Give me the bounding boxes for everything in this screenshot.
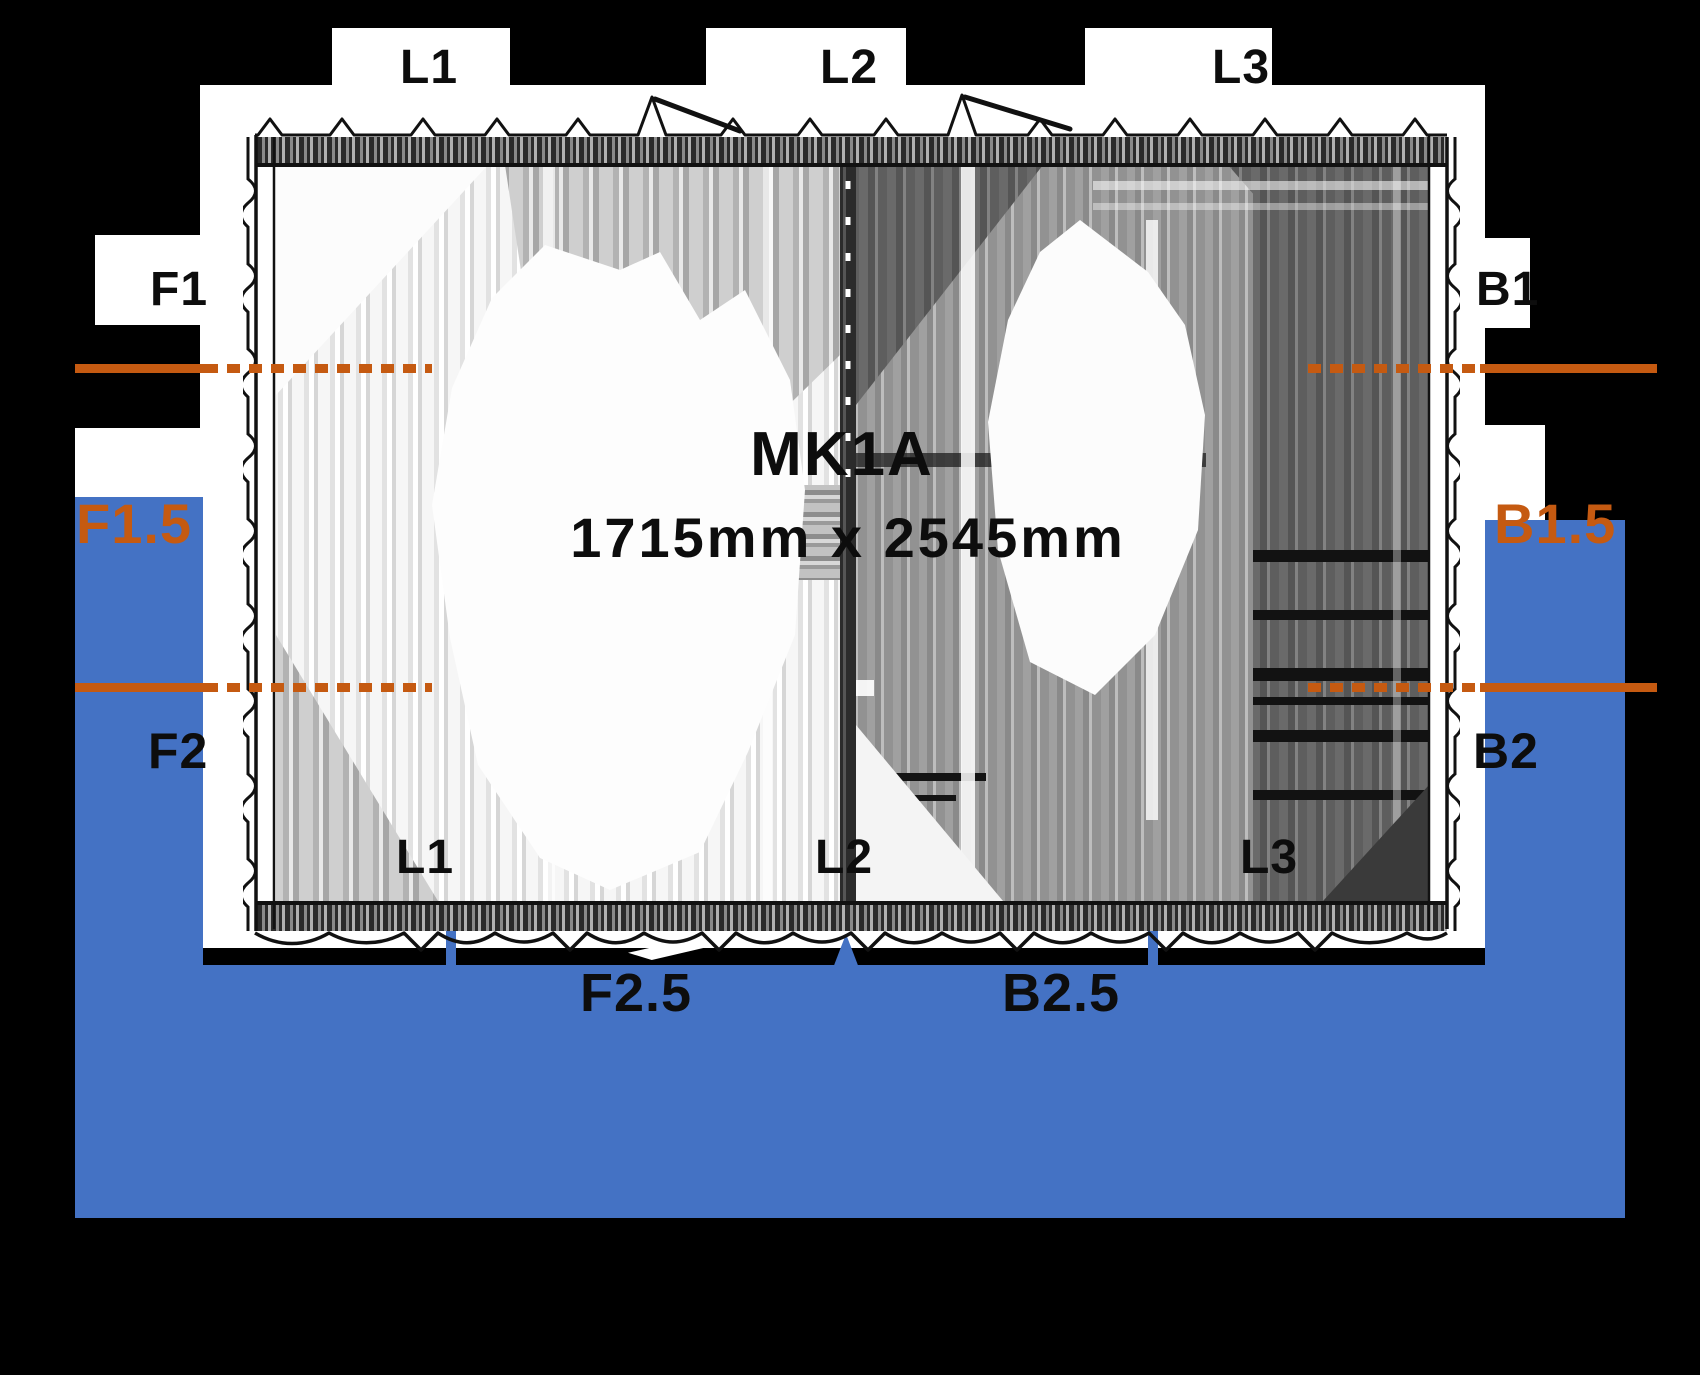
- backdrop-top-right: [1085, 28, 1272, 98]
- measure-line-f2-dashed: [205, 683, 432, 692]
- blue-footer: [75, 965, 1625, 1218]
- measure-line-b2-solid: [1480, 683, 1657, 692]
- top-loops-edge: [255, 93, 1447, 137]
- measure-line-f2-solid: [75, 683, 205, 692]
- measure-line-b1-solid: [1480, 364, 1657, 373]
- measure-line-f1-solid: [75, 364, 205, 373]
- backdrop-right-b15: [1460, 425, 1545, 520]
- bottom-scallop-edge: [254, 931, 1448, 952]
- label-left-f2: F2: [148, 723, 209, 779]
- backdrop-left-f1: [95, 235, 200, 325]
- backdrop-top-center: [706, 28, 906, 98]
- model-title: MK1A: [750, 420, 934, 489]
- backdrop-left-f15: [75, 428, 203, 497]
- label-top-l1: L1: [400, 41, 459, 94]
- top-edge-band: [255, 137, 1447, 163]
- backdrop-top-left: [332, 28, 510, 98]
- measure-line-f1-dashed: [205, 364, 432, 373]
- label-left-f15: F1.5: [76, 492, 193, 555]
- pulled-cord-right: [962, 94, 1073, 132]
- left-squiggle-seam: [243, 137, 257, 931]
- fabric-highlight-right: [988, 220, 1205, 695]
- label-right-b15: B1.5: [1494, 492, 1617, 555]
- label-top-l3: L3: [1212, 41, 1271, 94]
- bottom-edge-band: [255, 905, 1447, 931]
- blue-tick-left: [446, 928, 456, 968]
- pulled-cord-left: [652, 96, 743, 134]
- label-top-l2: L2: [820, 41, 879, 94]
- blue-right-column: [1485, 520, 1625, 968]
- fabric-highlight-left: [432, 245, 805, 890]
- backdrop-right-b1: [1460, 238, 1530, 328]
- label-footer-f25: F2.5: [580, 963, 693, 1023]
- blue-tick-right: [1148, 928, 1158, 968]
- measure-line-b1-dashed: [1308, 364, 1480, 373]
- label-right-b2: B2: [1473, 723, 1539, 779]
- label-right-b1: B1: [1476, 263, 1540, 316]
- label-bottom-l2: L2: [815, 831, 874, 884]
- label-bottom-l1: L1: [396, 831, 455, 884]
- label-left-f1: F1: [150, 263, 209, 316]
- measure-line-b2-dashed: [1308, 683, 1480, 692]
- tarp-drawing: [243, 93, 1460, 952]
- right-squiggle-seam: [1446, 137, 1460, 931]
- label-bottom-l3: L3: [1240, 831, 1299, 884]
- model-dimensions: 1715mm x 2545mm: [570, 506, 1126, 569]
- blue-left-column: [75, 497, 203, 968]
- label-footer-b25: B2.5: [1002, 963, 1121, 1023]
